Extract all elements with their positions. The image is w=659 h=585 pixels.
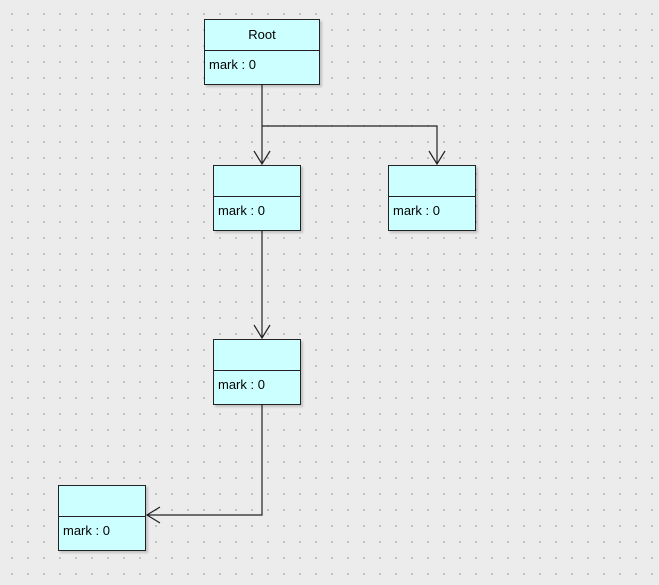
edge-lower-to-bottom[interactable] [147, 405, 263, 516]
node-attribute: mark : 0 [218, 377, 265, 392]
node-child-bottom[interactable]: mark : 0 [58, 485, 146, 551]
node-title: Root [205, 20, 319, 51]
node-title [214, 340, 300, 371]
node-child-lower[interactable]: mark : 0 [213, 339, 301, 405]
node-title [389, 166, 475, 197]
node-attribute: mark : 0 [209, 57, 256, 72]
node-root[interactable]: Root mark : 0 [204, 19, 320, 85]
node-attribute: mark : 0 [218, 203, 265, 218]
edge-root-to-right[interactable] [262, 125, 438, 164]
node-child-right[interactable]: mark : 0 [388, 165, 476, 231]
node-title [59, 486, 145, 517]
edge-mid-to-lower-arrowhead [253, 324, 271, 340]
edge-lower-to-bottom-arrowhead [145, 506, 161, 524]
node-child-mid[interactable]: mark : 0 [213, 165, 301, 231]
edge-root-to-right-arrowhead [428, 150, 446, 166]
node-attribute: mark : 0 [63, 523, 110, 538]
node-title [214, 166, 300, 197]
node-attribute: mark : 0 [393, 203, 440, 218]
edge-root-to-mid-arrowhead [253, 150, 271, 166]
